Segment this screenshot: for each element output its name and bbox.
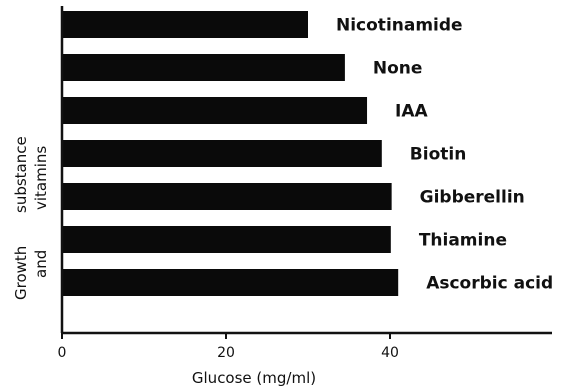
bar-iaa — [62, 97, 368, 124]
bars-group — [62, 11, 399, 296]
bar-label-none: None — [373, 59, 423, 79]
x-tick-label-20: 20 — [217, 345, 235, 361]
y-axis-title-line-2: and — [32, 250, 50, 278]
bar-label-gibberellin: Gibberellin — [420, 188, 525, 208]
y-axis-title-line-4: vitamins — [32, 146, 50, 210]
bar-thiamine — [62, 226, 391, 253]
y-axis-title-line-3: substance — [12, 136, 30, 213]
bar-gibberellin — [62, 183, 392, 210]
x-ticks-group: 0 20 40 — [58, 333, 399, 361]
x-tick-label-40: 40 — [381, 345, 399, 361]
y-axis-title: Growth and substance vitamins — [12, 136, 50, 300]
bar-ascorbic-acid — [62, 269, 399, 296]
bar-nicotinamide — [62, 11, 308, 38]
bar-label-biotin: Biotin — [410, 145, 467, 165]
bar-label-ascorbic-acid: Ascorbic acid — [426, 274, 553, 294]
bar-label-iaa: IAA — [395, 102, 428, 122]
y-axis-title-line-1: Growth — [12, 246, 30, 300]
x-axis-title: Glucose (mg/ml) — [192, 369, 316, 387]
x-tick-label-0: 0 — [58, 345, 67, 361]
bar-label-thiamine: Thiamine — [419, 231, 507, 251]
bar-none — [62, 54, 345, 81]
bar-biotin — [62, 140, 382, 167]
bar-label-nicotinamide: Nicotinamide — [336, 16, 463, 36]
